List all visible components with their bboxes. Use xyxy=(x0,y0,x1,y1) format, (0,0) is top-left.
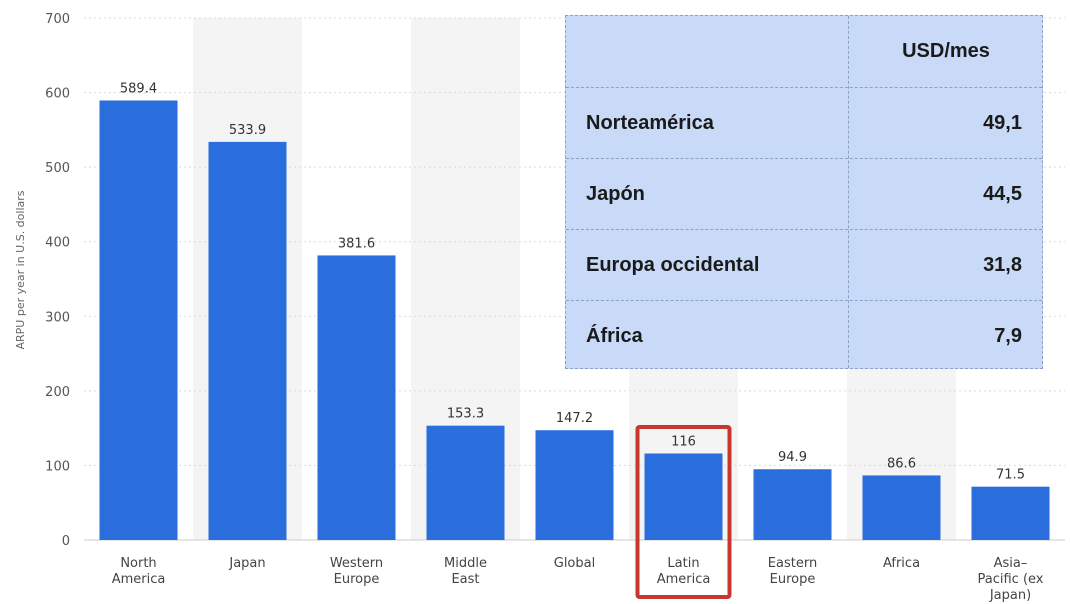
bar xyxy=(208,141,287,540)
table-header: USD/mes xyxy=(902,40,990,62)
category-label: Global xyxy=(554,556,595,571)
y-tick-label: 400 xyxy=(45,236,70,251)
bar xyxy=(971,486,1050,540)
table-row: Europa occidental 31,8 xyxy=(566,229,1042,300)
table-column-divider xyxy=(848,16,849,368)
data-label: 533.9 xyxy=(229,123,266,138)
table-region: Norteamérica xyxy=(586,112,714,134)
bar xyxy=(644,453,723,540)
category-label: Africa xyxy=(883,556,920,571)
bars xyxy=(99,100,1050,540)
bar xyxy=(535,430,614,540)
table-row: África 7,9 xyxy=(566,300,1042,371)
y-tick-label: 100 xyxy=(45,459,70,474)
bar xyxy=(99,100,178,540)
data-label: 71.5 xyxy=(996,468,1025,483)
bar xyxy=(753,469,832,540)
table-region: África xyxy=(586,325,643,347)
y-tick-label: 700 xyxy=(45,12,70,27)
y-tick-label: 600 xyxy=(45,87,70,102)
y-tick-label: 300 xyxy=(45,310,70,325)
bar xyxy=(426,425,505,540)
y-axis-label: ARPU per year in U.S. dollars xyxy=(14,190,27,349)
data-label: 147.2 xyxy=(556,411,593,426)
y-tick-label: 500 xyxy=(45,161,70,176)
table-value: 44,5 xyxy=(983,183,1022,205)
table-region: Japón xyxy=(586,183,645,205)
data-label: 94.9 xyxy=(778,450,807,465)
data-label: 153.3 xyxy=(447,407,484,422)
table-value: 49,1 xyxy=(983,112,1022,134)
data-label: 116 xyxy=(671,434,696,449)
table-value: 7,9 xyxy=(994,325,1022,347)
usd-per-month-table: USD/mes Norteamérica 49,1 Japón 44,5 Eur… xyxy=(565,15,1043,369)
data-label: 381.6 xyxy=(338,236,375,251)
bar xyxy=(317,255,396,540)
table-value: 31,8 xyxy=(983,254,1022,276)
table-row: Japón 44,5 xyxy=(566,158,1042,229)
highlight-box xyxy=(635,425,732,599)
table-row: Norteamérica 49,1 xyxy=(566,87,1042,158)
bar xyxy=(862,475,941,540)
y-tick-label: 200 xyxy=(45,385,70,400)
table-header-row: USD/mes xyxy=(566,16,1042,86)
category-label: Japan xyxy=(228,556,265,571)
data-label: 589.4 xyxy=(120,81,157,96)
y-axis-ticks: 0 100 200 300 400 500 600 700 xyxy=(45,12,70,549)
data-labels: 589.4 533.9 381.6 153.3 147.2 116 94.9 86.6 71.5 xyxy=(120,81,1025,482)
y-tick-label: 0 xyxy=(62,534,70,549)
table-region: Europa occidental xyxy=(586,254,760,276)
data-label: 86.6 xyxy=(887,456,916,471)
